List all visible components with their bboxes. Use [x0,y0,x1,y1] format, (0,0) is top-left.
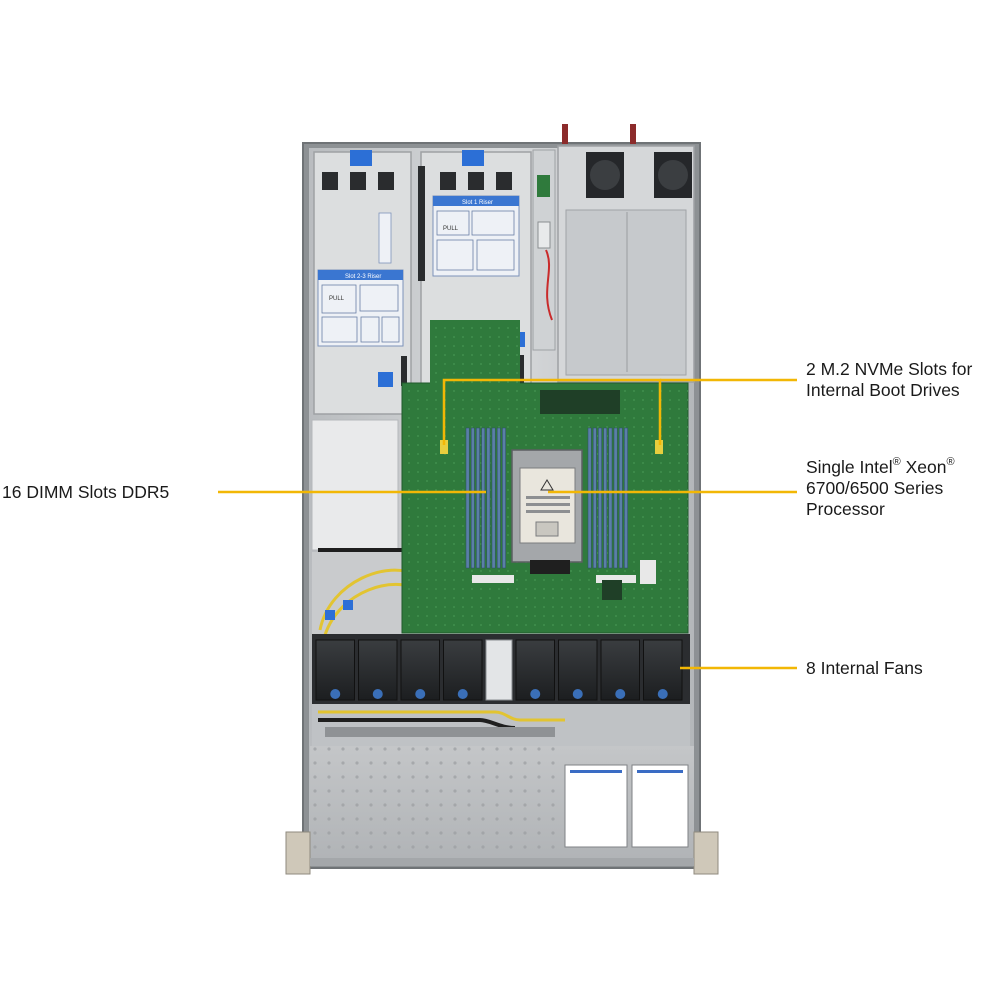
callout-lines [218,378,797,670]
fan-2-connector-icon [372,689,383,699]
riser-right-tab-icon [462,150,484,166]
fan-row [312,634,690,704]
dimm-slot-right-6 [613,427,618,569]
callout-fans-text: 8 Internal Fans [806,658,923,678]
dimm-slot-right-4 [603,427,608,569]
left-bay [311,419,419,636]
riser-left-bottom-label [378,372,393,387]
riser-right-title: Slot 1 Riser [462,200,493,206]
fan-row-center-module [485,639,513,701]
riser-left: Slot 2-3 Riser PULL [313,150,412,415]
dimm-slot-right-1 [587,427,592,569]
rear-io-area [532,149,556,351]
fan-6-connector-icon [572,689,583,699]
dimm-slot-left-5 [486,427,491,569]
m2-slot-left [440,440,448,454]
dimm-slot-left-1 [465,427,470,569]
callout-dimm: 16 DIMM Slots DDR5 [2,482,169,503]
slot-b-label [343,600,353,610]
fan-cabling [312,704,690,746]
riser-left-title: Slot 2-3 Riser [345,274,381,280]
riser-left-tab-icon [350,150,372,166]
fan-7-connector-icon [615,689,626,699]
front-drive-bay [285,746,719,875]
callout-nvme-line1: 2 M.2 NVMe Slots for [806,359,973,379]
callout-cpu: Single Intel® Xeon® 6700/6500 Series Pro… [806,457,955,520]
callout-nvme: 2 M.2 NVMe Slots for Internal Boot Drive… [806,359,972,401]
fan-1-connector-icon [330,689,341,699]
fan-5-connector-icon [530,689,541,699]
dimm-slot-left-7 [496,427,501,569]
dimm-slot-left-2 [470,427,475,569]
dimm-slot-right-8 [624,427,628,569]
fan-4-connector-icon [457,689,468,699]
dimm-slot-right-5 [608,427,613,569]
dimm-slot-left-8 [502,427,506,569]
callout-cpu-line2: 6700/6500 Series [806,478,944,498]
riser-right-pull-text: PULL [443,226,459,232]
callout-dimm-text: 16 DIMM Slots DDR5 [2,482,170,502]
callout-cpu-line1: Single Intel® Xeon® [806,456,955,477]
power-supply-bay [557,124,695,383]
fan-8-connector-icon [657,689,668,699]
motherboard [401,320,689,634]
dimm-slot-left-6 [491,427,496,569]
callout-cpu-line3: Processor [806,499,885,519]
dimm-bank-left [465,427,506,569]
callout-nvme-line2: Internal Boot Drives [806,380,960,400]
dimm-slot-left-3 [476,427,480,569]
callout-fans: 8 Internal Fans [806,658,923,679]
riser-left-pull-text: PULL [329,296,345,302]
callout-line-nvme [442,378,662,445]
dimm-slot-right-2 [592,427,597,569]
dimm-slot-right-7 [618,427,623,569]
dimm-bank-right [587,427,628,569]
m2-slot-right [655,440,663,454]
dimm-slot-left-4 [481,427,486,569]
cpu-warning-icon [540,479,554,491]
registered-mark: ® [946,456,955,469]
slot-a-label [325,610,335,620]
dimm-slot-right-3 [598,427,602,569]
fan-3-connector-icon [415,689,426,699]
registered-mark: ® [892,456,901,469]
